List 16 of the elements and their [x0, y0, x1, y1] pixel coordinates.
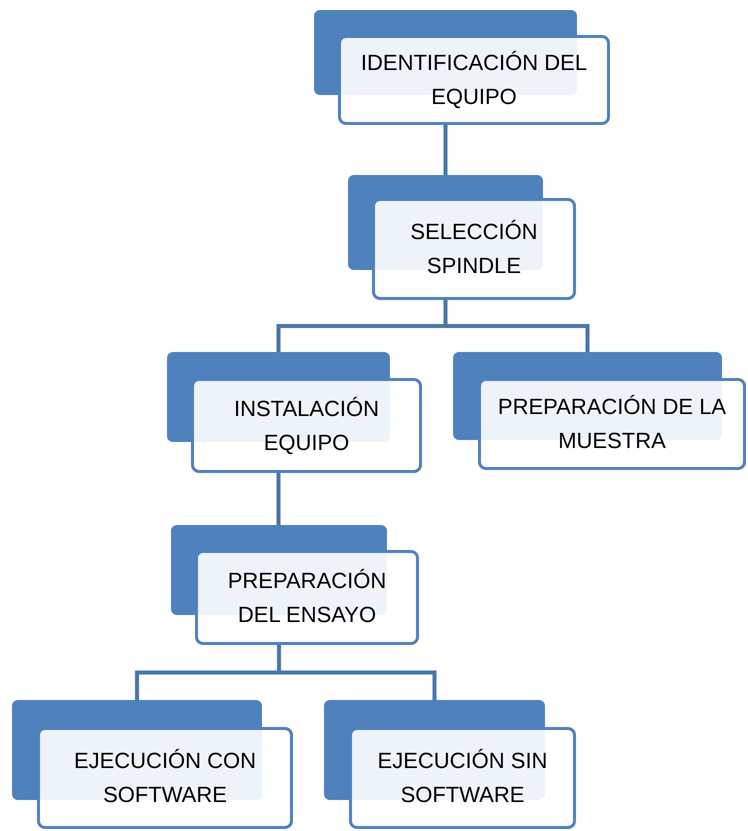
- process-box: [348, 175, 576, 300]
- box-label: PREPARACIÓN DEL ENSAYO: [226, 566, 388, 628]
- process-box: [324, 700, 576, 829]
- box-label: SELECCIÓN SPINDLE: [409, 218, 539, 280]
- box-label: EJECUCIÓN SIN SOFTWARE: [376, 747, 548, 809]
- connector-line: [444, 125, 448, 175]
- box-label: IDENTIFICACIÓN DEL EQUIPO: [360, 49, 588, 111]
- process-box: [453, 352, 746, 470]
- connector-line: [276, 473, 280, 525]
- box-label: EJECUCIÓN CON SOFTWARE: [72, 747, 258, 809]
- process-box: [167, 352, 422, 473]
- box-label: INSTALACIÓN EQUIPO: [232, 394, 380, 456]
- process-box: [314, 10, 610, 125]
- process-box: [171, 525, 419, 645]
- process-box: [12, 700, 293, 829]
- box-label: PREPARACIÓN DE LA MUESTRA: [496, 393, 728, 455]
